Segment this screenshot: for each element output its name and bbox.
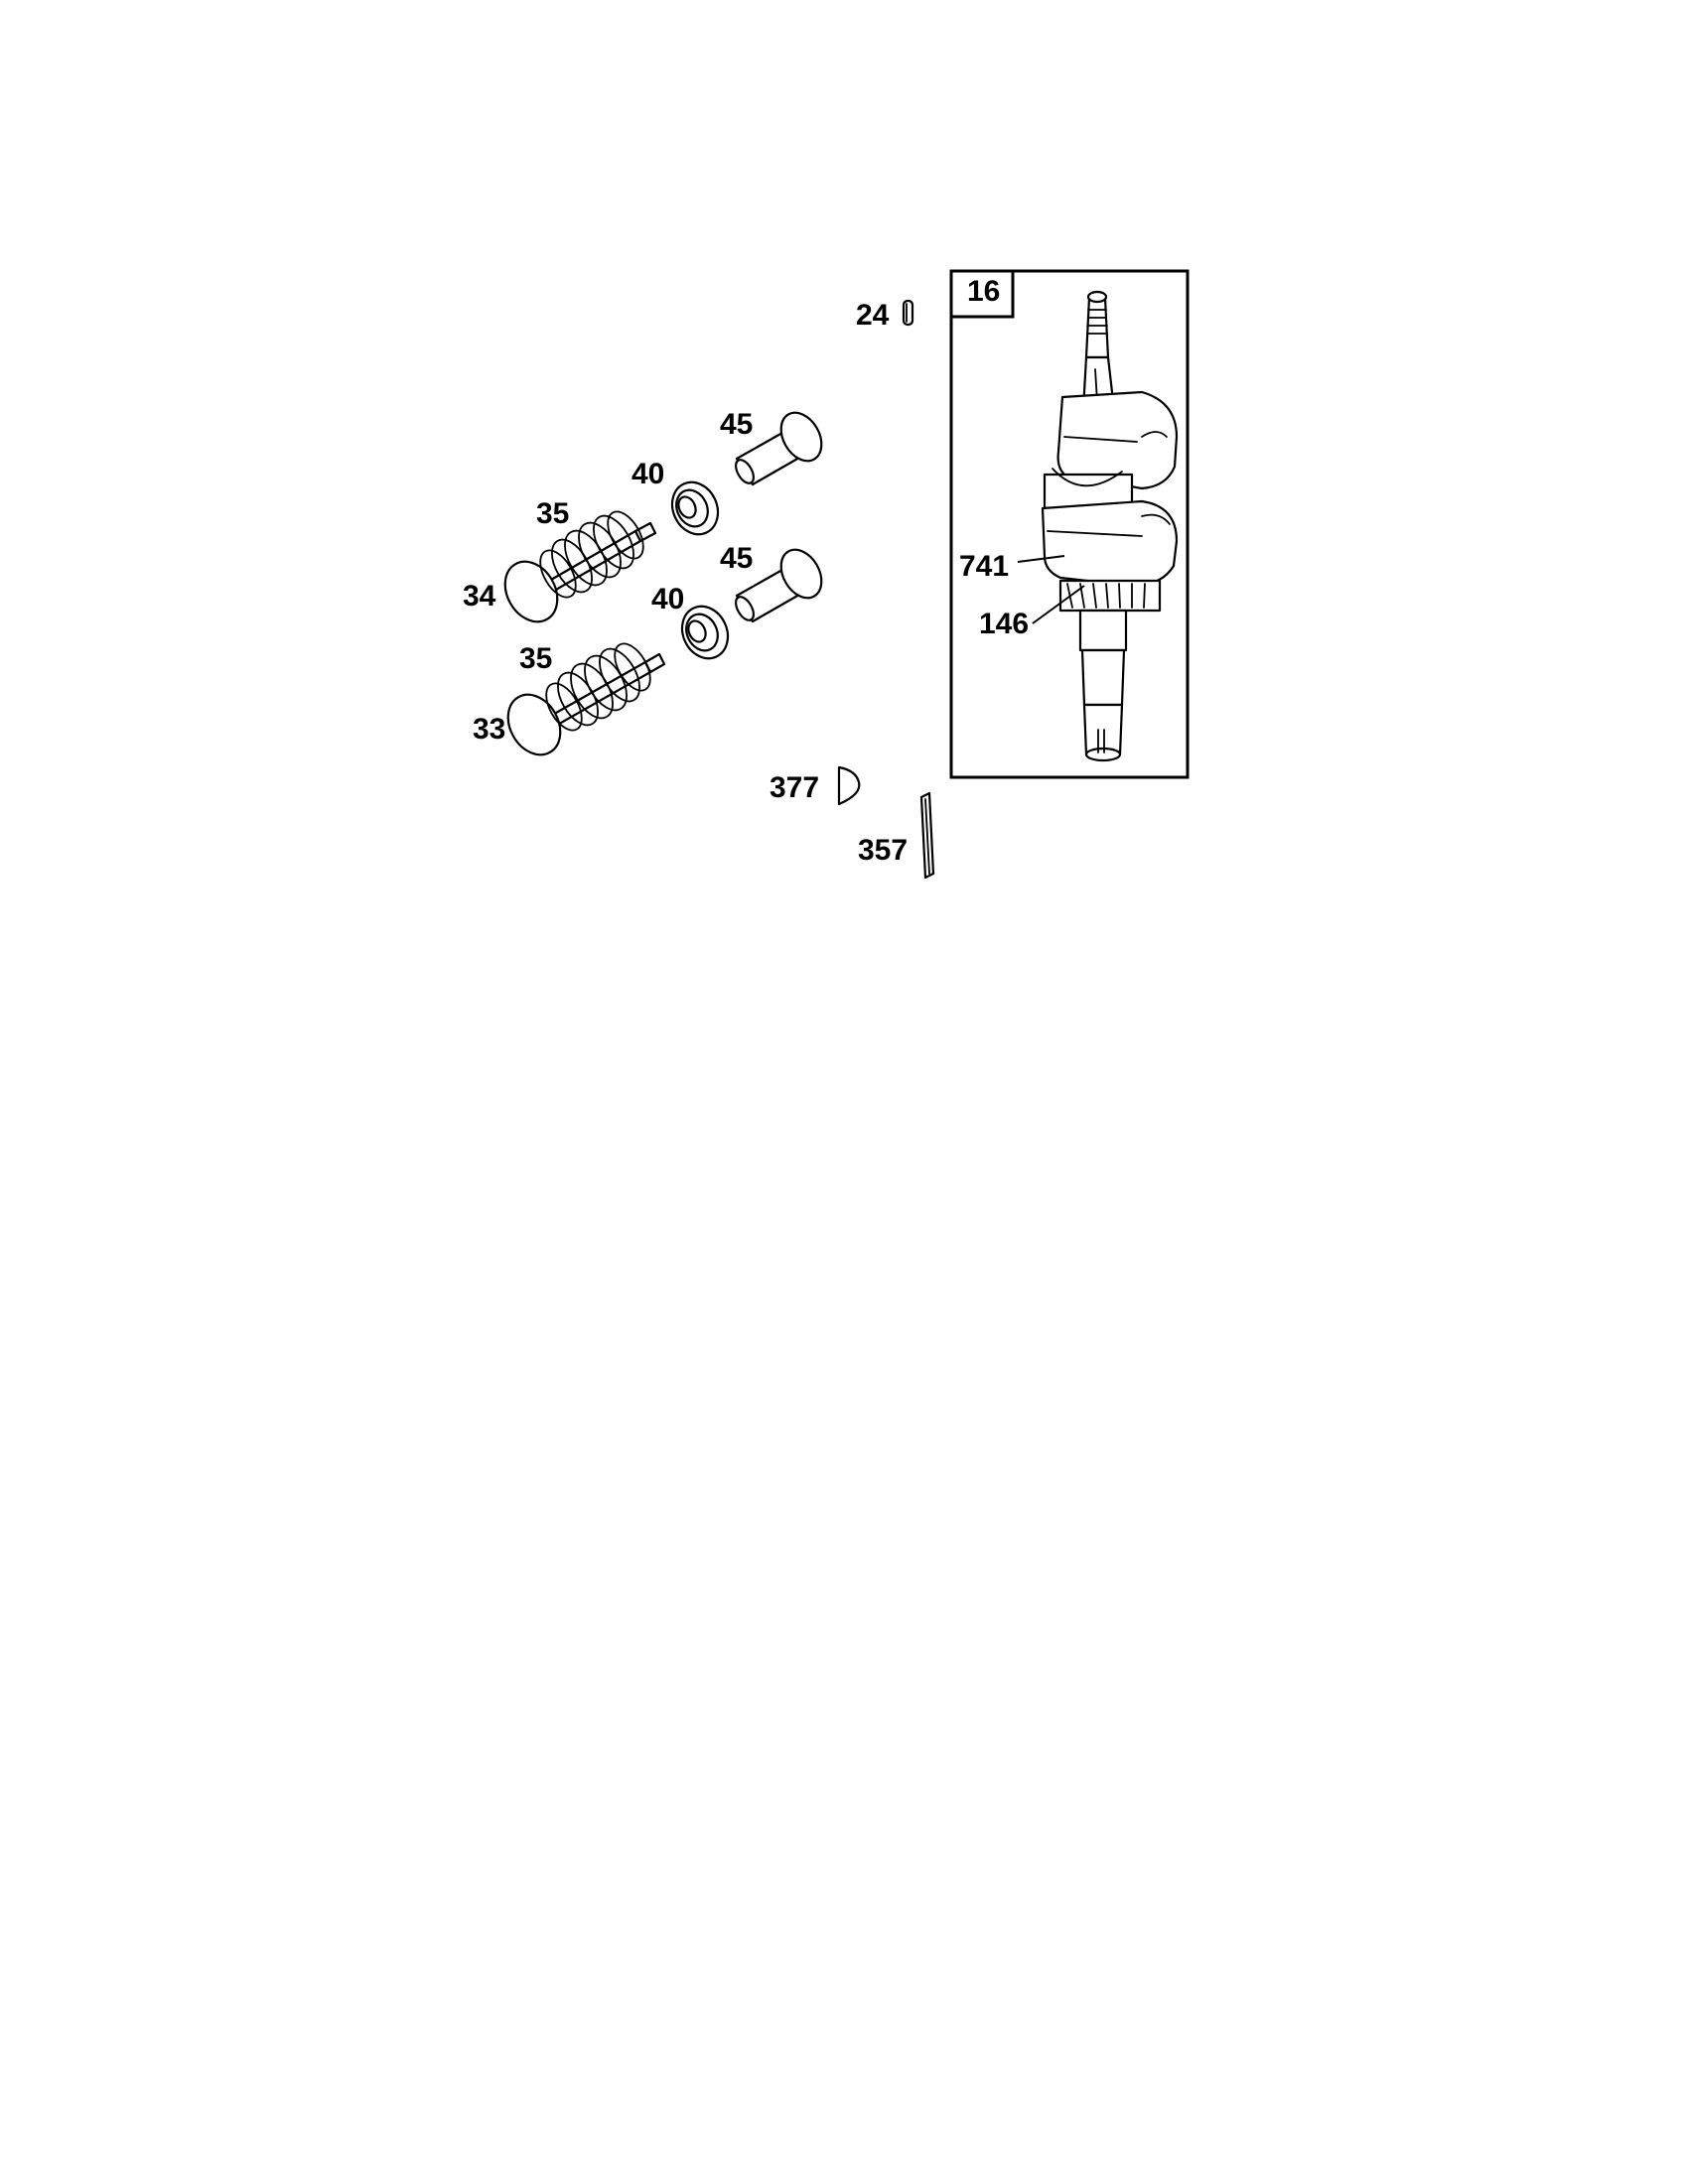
label-45-upper: 45: [720, 408, 753, 441]
valve-33: [506, 652, 666, 756]
crankshaft-callout-box: 16: [949, 269, 1190, 779]
label-35-lower: 35: [519, 642, 552, 675]
label-741: 741: [959, 550, 1009, 583]
retainer-40-upper: [670, 480, 720, 536]
label-357: 357: [858, 834, 908, 867]
label-146: 146: [979, 608, 1029, 640]
label-33: 33: [473, 713, 505, 746]
label-24: 24: [856, 299, 890, 332]
key-357: [919, 791, 935, 880]
label-35-upper: 35: [536, 497, 569, 530]
key-377: [837, 765, 861, 806]
label-377: 377: [770, 771, 819, 804]
spring-35-upper: [539, 510, 644, 599]
spring-35-lower: [545, 642, 651, 732]
leader-741: [1017, 555, 1065, 563]
pin-24: [902, 299, 914, 327]
label-45-lower: 45: [720, 542, 753, 575]
label-40-upper: 40: [632, 458, 664, 490]
tappet-45-lower: [735, 548, 823, 623]
crankshaft-16: [1041, 290, 1179, 762]
tappet-45-upper: [735, 411, 823, 486]
label-34: 34: [463, 580, 496, 613]
crankshaft-gear: [1058, 579, 1162, 613]
retainer-40-lower: [680, 605, 730, 660]
label-40-lower: 40: [651, 583, 684, 615]
leader-146: [1032, 585, 1085, 624]
label-16: 16: [967, 275, 1000, 308]
